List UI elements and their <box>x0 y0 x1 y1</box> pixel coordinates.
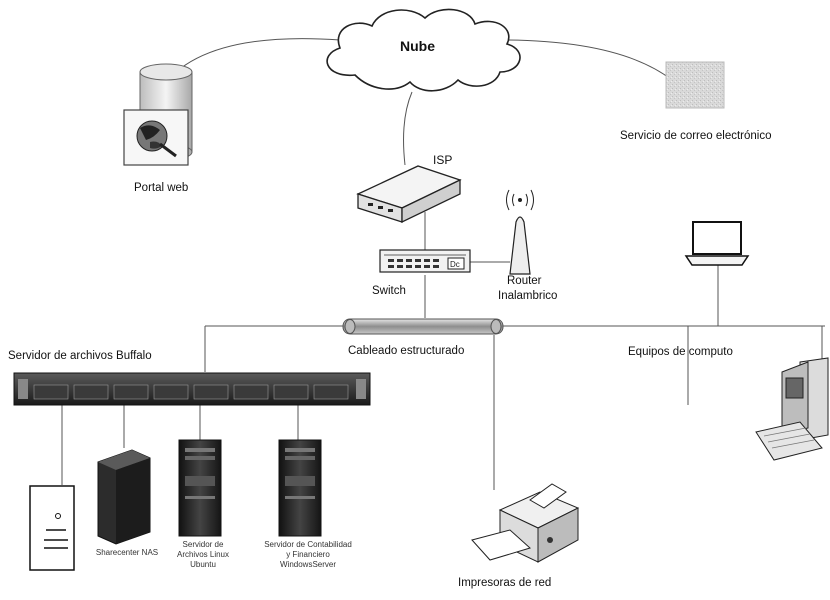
wireless-router-icon <box>506 189 534 275</box>
nas-icon <box>97 449 151 545</box>
link-cloud-isp <box>403 91 413 166</box>
router-label-line1: Router <box>507 275 542 287</box>
windows-server-label: Servidor de Contabilidad y Financiero Wi… <box>264 540 352 569</box>
impresoras-label: Impresoras de red <box>458 577 552 589</box>
switch-label: Switch <box>372 285 406 297</box>
mail-server-icon <box>665 61 725 109</box>
cabling-label: Cableado estructurado <box>348 345 465 357</box>
link-cloud-email <box>499 39 673 81</box>
email-label: Servicio de correo electrónico <box>620 130 772 142</box>
modem-icon <box>356 165 462 224</box>
laptop-icon <box>684 221 750 266</box>
printer-icon <box>471 483 580 563</box>
windows-server-icon <box>278 439 322 537</box>
nas-label: Sharecenter NAS <box>95 548 159 557</box>
equipos-label: Equipos de computo <box>628 346 733 358</box>
buffalo-label: Servidor de archivos Buffalo <box>8 350 152 362</box>
rack-server-icon <box>13 372 371 406</box>
cloud-icon <box>326 8 521 92</box>
connection-lines <box>61 38 825 490</box>
svg-text:Dc: Dc <box>450 260 460 269</box>
globe-icon <box>123 109 189 166</box>
switch-icon: Dc <box>379 249 471 273</box>
desktop-computer-icon <box>755 357 829 461</box>
isp-label: ISP <box>433 153 453 167</box>
cable-tube-icon <box>342 318 504 335</box>
linux-server-label: Servidor de Archivos Linux Ubuntu <box>176 540 230 569</box>
portal-label: Portal web <box>134 182 189 194</box>
linux-server-icon <box>178 439 222 537</box>
cloud-label: Nube <box>400 38 435 54</box>
server-tower-icon <box>29 485 75 571</box>
router-label-line2: Inalambrico <box>498 290 558 302</box>
